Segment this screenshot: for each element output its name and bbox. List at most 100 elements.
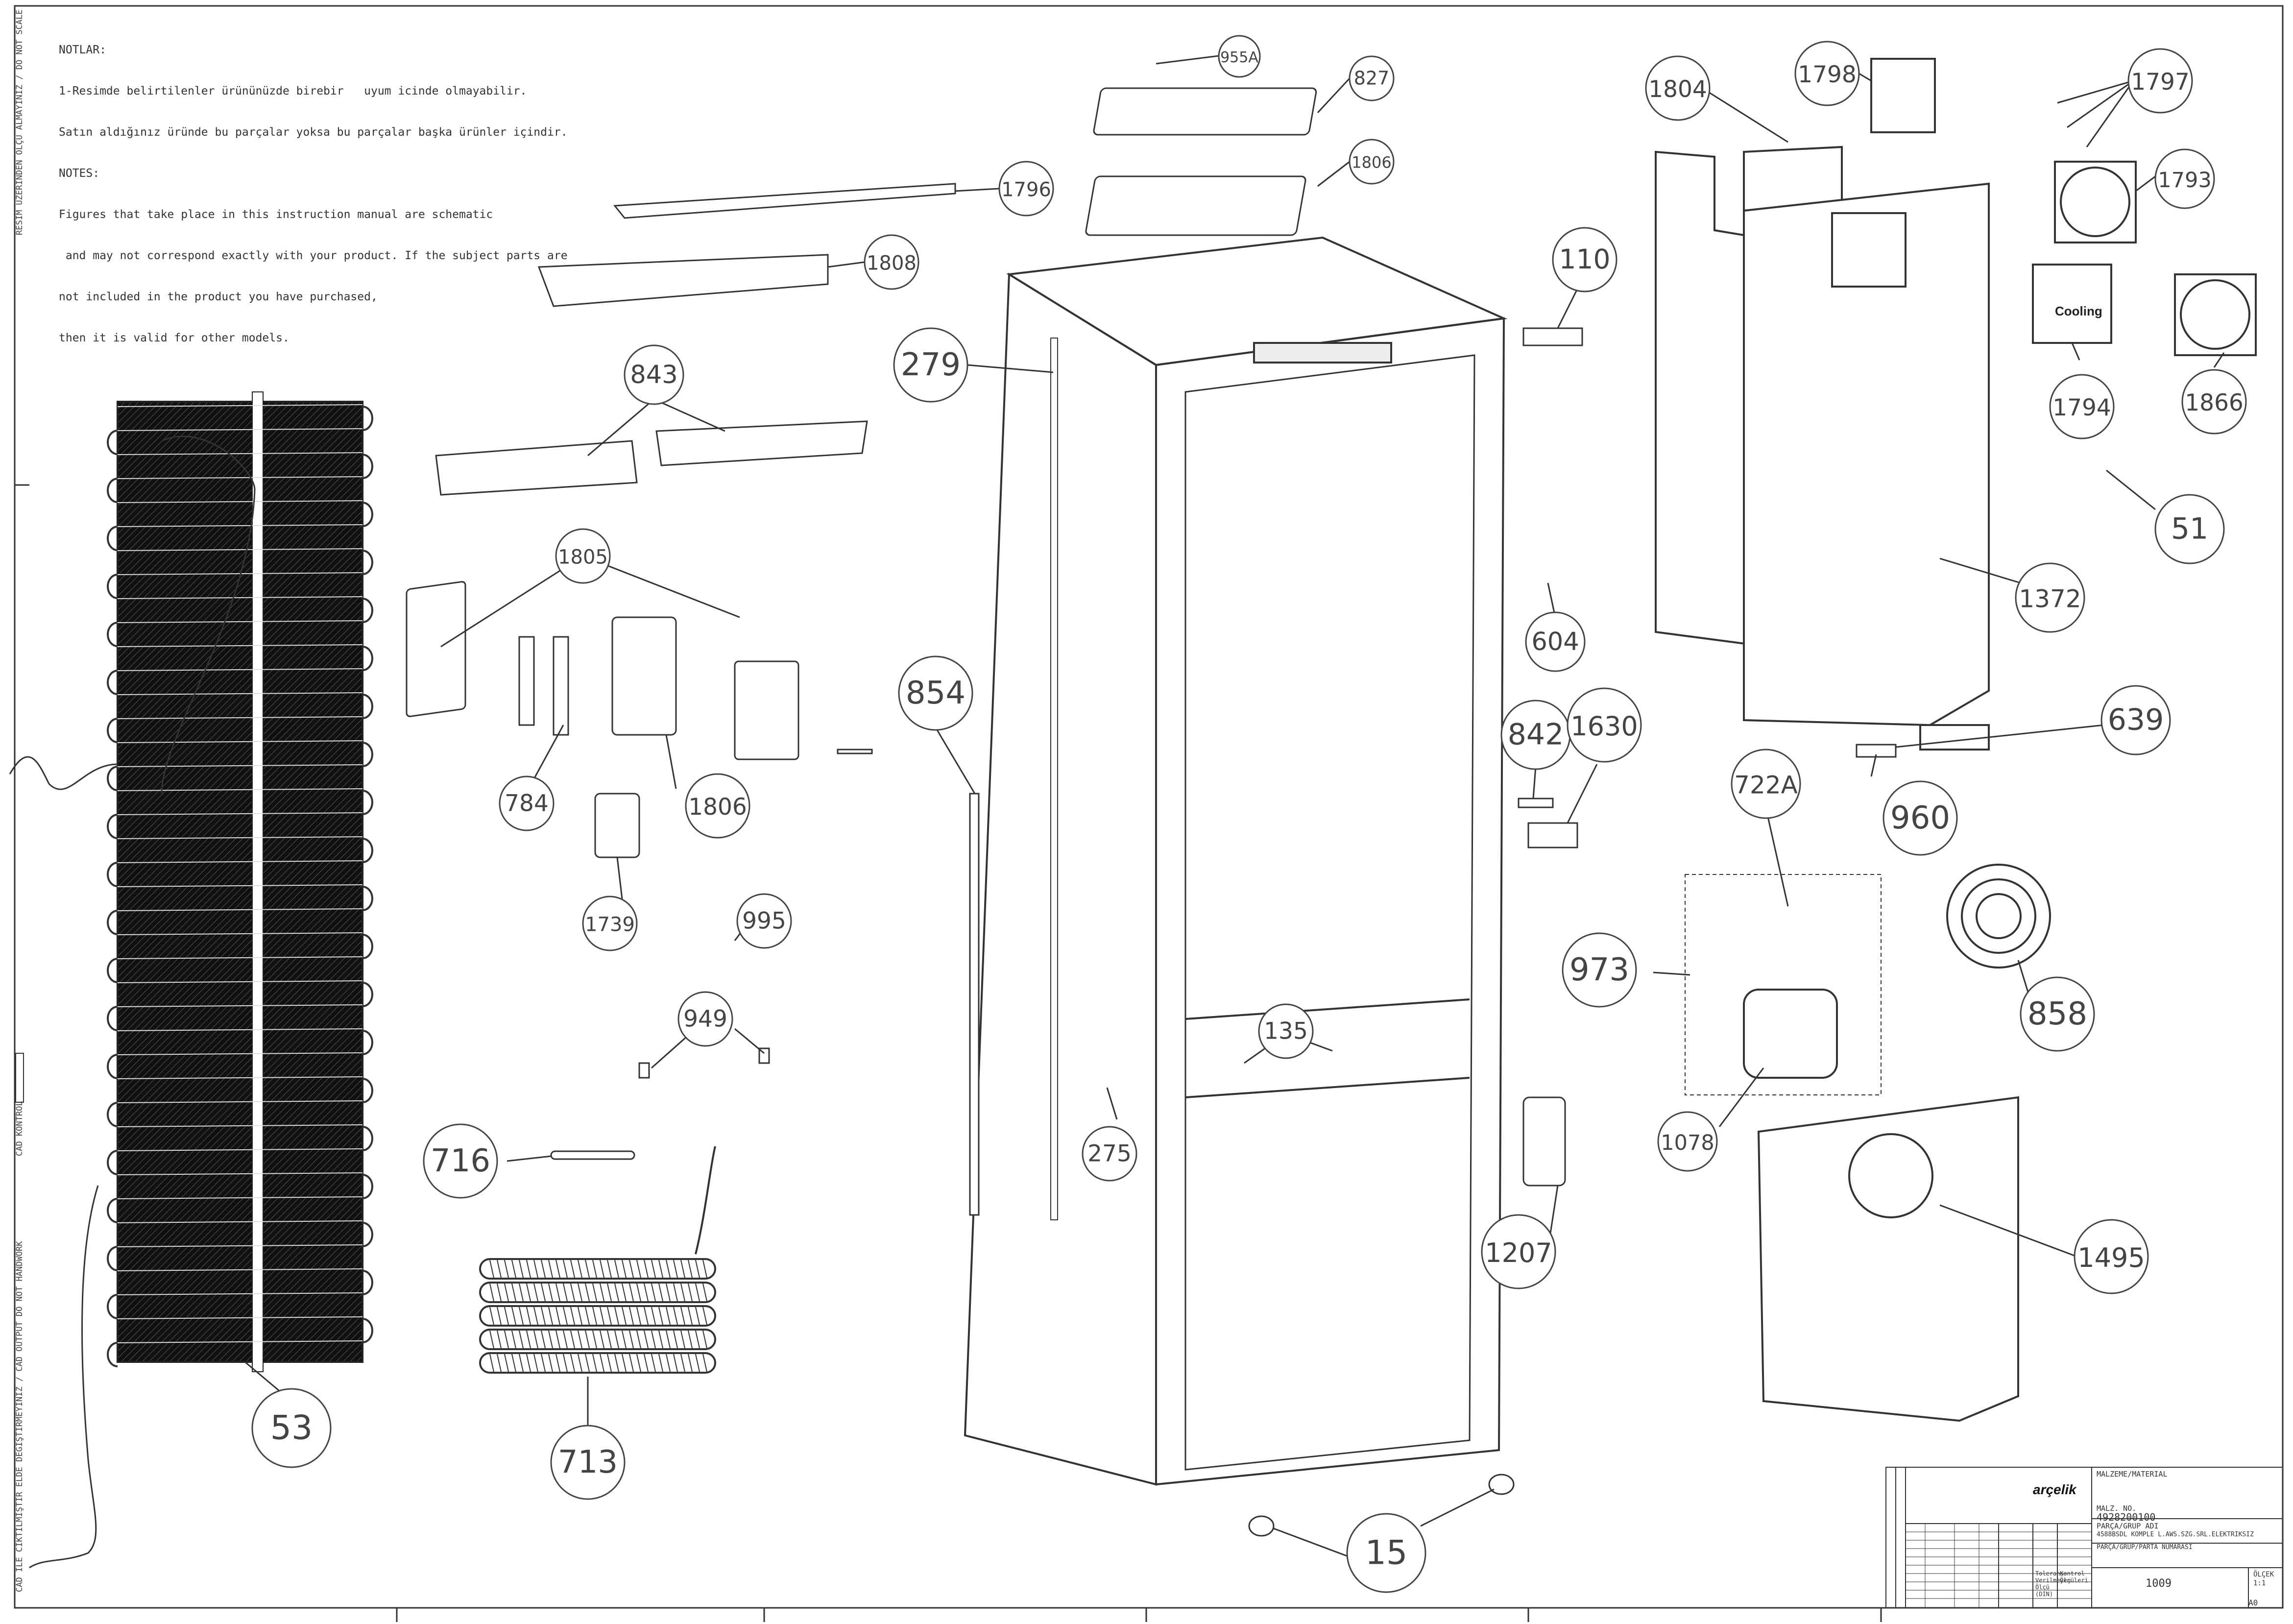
label-bubble-1806a: [1349, 139, 1395, 185]
label-bubble-713: [550, 1425, 626, 1500]
frame-1798: [1870, 58, 1936, 133]
part-number-1806a: 1806: [1352, 153, 1391, 172]
part-number-1798: 1798: [1798, 61, 1857, 88]
foot-15a: [1248, 1515, 1275, 1537]
notes-block: NOTLAR: 1-Resimde belirtilenler ürününüz…: [59, 16, 568, 359]
part-number-1866: 1866: [2185, 389, 2244, 416]
brand-logo-text: arçelik: [2033, 1482, 2076, 1497]
leader-lines: [244, 53, 2225, 1559]
part-number-1207: 1207: [1485, 1237, 1552, 1268]
strip-854: [969, 793, 980, 1216]
label-bubble-973: [1562, 932, 1637, 1008]
label-bubble-843: [624, 344, 684, 405]
label-bubble-279: [893, 327, 968, 403]
part-number-995: 995: [742, 907, 786, 934]
sensor-716: [550, 1150, 635, 1160]
part-number-1805: 1805: [558, 546, 608, 568]
label-bubble-858: [2020, 976, 2095, 1052]
condenser-assembly: [9, 391, 373, 1569]
part-no-label: MALZ. NO.: [2097, 1504, 2137, 1513]
part-number-858: 858: [2027, 996, 2087, 1032]
label-bubble-1372: [2015, 562, 2085, 633]
part-number-843: 843: [630, 361, 677, 389]
part-110: [1522, 327, 1583, 346]
part-number-1808: 1808: [867, 252, 917, 274]
part-number-827: 827: [1354, 68, 1390, 89]
label-bubble-51: [2154, 494, 2225, 564]
fan-1866: [2174, 273, 2257, 356]
part-number-135: 135: [1264, 1018, 1308, 1044]
fan-motor-1078: [1743, 989, 1838, 1079]
label-bubble-1808: [864, 234, 919, 290]
scale-value: 1:1: [2253, 1579, 2266, 1587]
label-bubble-1798: [1794, 41, 1860, 106]
cabinet-279: [964, 236, 1508, 1486]
part-1207: [1522, 1096, 1566, 1187]
label-bubble-960: [1883, 780, 1958, 856]
label-bubble-15: [1346, 1513, 1426, 1593]
part-number-279: 279: [901, 347, 961, 383]
part-number-854: 854: [906, 675, 965, 711]
drawing-number: 1009: [2146, 1577, 2172, 1590]
label-bubble-1630: [1567, 687, 1642, 763]
part-number-639: 639: [2108, 703, 2164, 737]
label-bubble-53: [251, 1388, 332, 1468]
title-block: [1885, 1467, 2283, 1608]
label-bubble-995: [736, 893, 792, 949]
clip-949a: [638, 1062, 650, 1079]
label-bubble-604: [1525, 611, 1586, 672]
part-number-949: 949: [683, 1005, 727, 1032]
part-number-955A: 955A: [1220, 49, 1258, 66]
label-bubble-135: [1258, 1003, 1314, 1059]
part-name-value: 4588BSDL KOMPLE L.AWS.SZG.SRL.ELEKTRIKSI…: [2097, 1531, 2254, 1538]
side-text-cad-output: CAD ILE CIKTILMIŞTIR ELDE DEĞİŞTİRMEYİNİ…: [15, 1241, 24, 1592]
part-number-1739: 1739: [585, 913, 635, 936]
part-number-53: 53: [270, 1408, 313, 1447]
label-bubble-1739: [582, 896, 638, 951]
part-number-1495: 1495: [2077, 1242, 2145, 1273]
part-no-value: 4928200100: [2097, 1511, 2156, 1523]
label-bubble-1794: [2049, 374, 2115, 439]
part-number-784: 784: [505, 790, 549, 817]
board-784a: [518, 636, 535, 726]
side-text-cad-control: CAD KONTROL: [15, 1101, 24, 1156]
part-number-1796: 1796: [1001, 178, 1051, 201]
part-number-15: 15: [1365, 1533, 1408, 1572]
label-bubble-1797: [2127, 48, 2193, 114]
label-bubble-110: [1552, 227, 1617, 292]
label-bubble-784: [499, 776, 555, 831]
side-text-no-scale: RESİM ÜZERİNDEN ÖLÇÜ ALMAYINIZ / DO NOT …: [15, 9, 24, 235]
label-bubble-955A: [1218, 35, 1261, 78]
label-bubble-639: [2100, 685, 2171, 755]
box-1805a: [406, 581, 466, 717]
part-842: [1518, 798, 1554, 808]
label-bubble-1866: [2181, 369, 2247, 435]
material-label: MALZEME/MATERIAL: [2097, 1470, 2168, 1479]
fan-guard-858: [1946, 864, 2051, 969]
part-number-1797: 1797: [2131, 69, 2190, 96]
title-block-text: MALZEME/MATERIAL MALZ. NO. 4928200100 PA…: [2097, 1470, 2278, 1552]
part-number-1630: 1630: [1570, 711, 1638, 742]
part-name-label: PARÇA/GRUP ADI: [2097, 1522, 2159, 1530]
strip-1796: [613, 183, 956, 219]
notes-line: not included in the product you have pur…: [59, 291, 378, 303]
label-bubble-827: [1349, 55, 1395, 101]
label-bubble-1806b: [685, 773, 750, 839]
fan-assembly-box-973: [1685, 874, 1882, 1095]
part-number-110: 110: [1559, 243, 1611, 275]
label-bubble-716: [423, 1123, 498, 1199]
part-number-1794: 1794: [2052, 394, 2111, 421]
label-bubble-1495: [2074, 1219, 2149, 1294]
control-board-843b: [655, 420, 868, 466]
label-bubble-1793: [2154, 148, 2215, 209]
scale-block: ÖLÇEK 1:1: [2253, 1570, 2274, 1588]
strip-1808: [537, 254, 829, 307]
evaporator-713: [479, 1146, 716, 1374]
part-number-842: 842: [1508, 718, 1564, 752]
part-number-722A: 722A: [1734, 771, 1798, 800]
panel-1495: [1757, 1096, 2019, 1422]
label-bubble-1078: [1657, 1111, 1718, 1172]
board-784b: [553, 636, 569, 736]
